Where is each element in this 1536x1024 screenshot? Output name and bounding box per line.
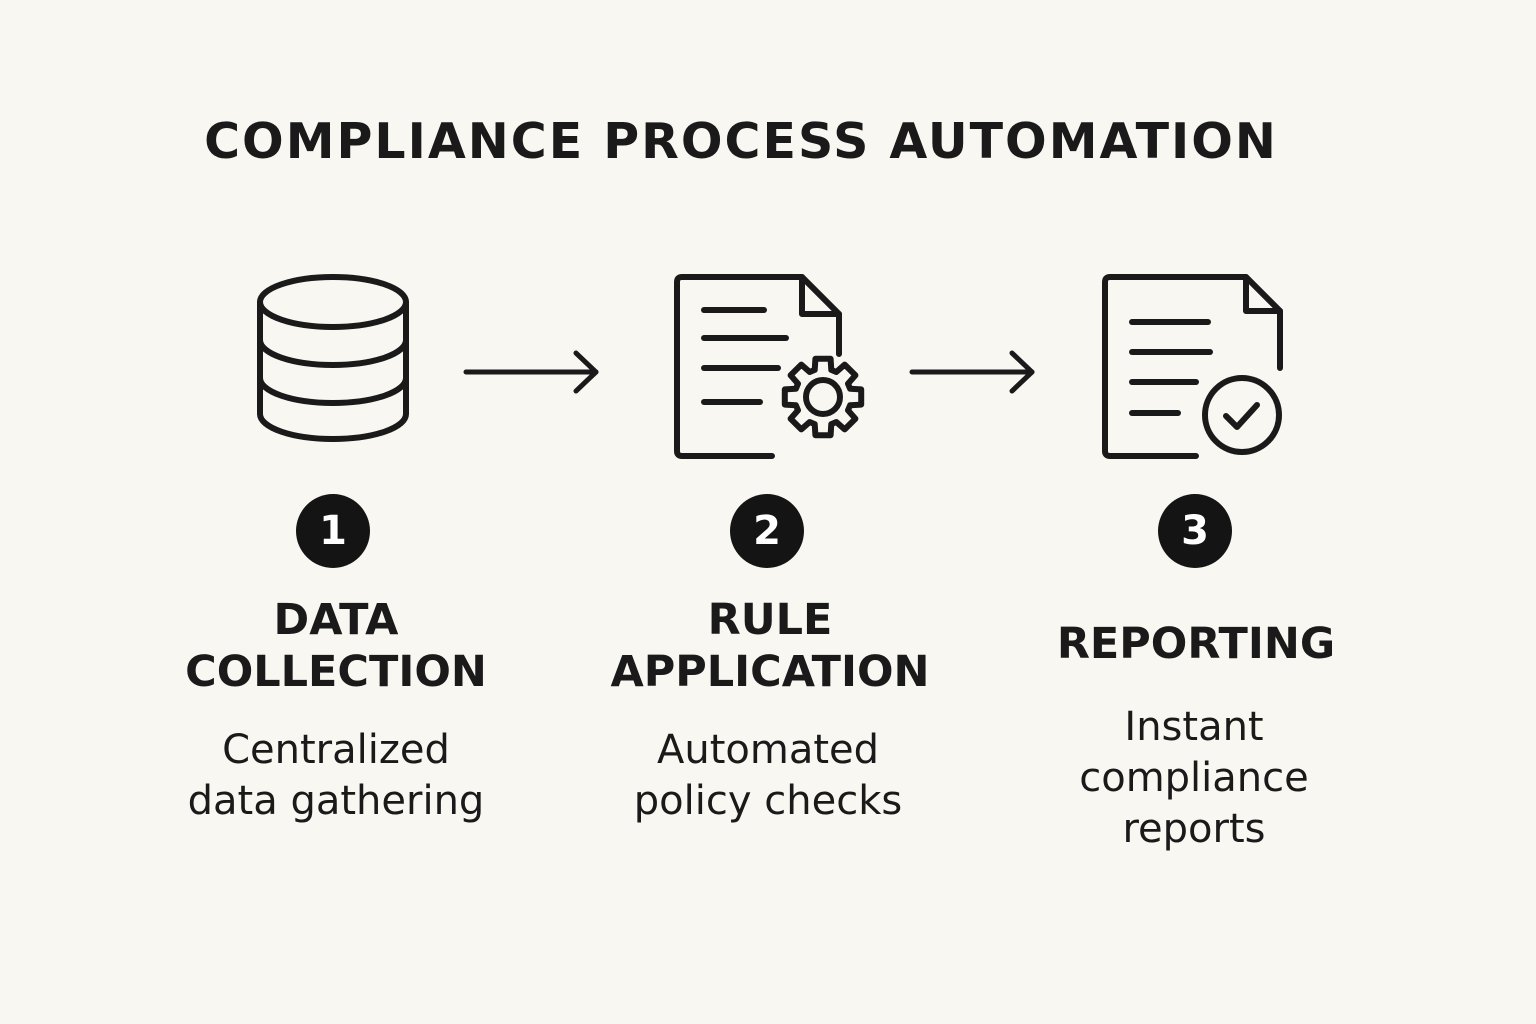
step-heading: RULE APPLICATION: [610, 595, 930, 697]
arrow-right-icon: [909, 350, 1035, 394]
document-gear-icon: [674, 274, 865, 459]
step-description: Instant compliance reports: [1079, 704, 1309, 852]
document-check-icon: [1102, 274, 1283, 459]
step-heading: DATA COLLECTION: [185, 595, 487, 697]
step-description: Centralized data gathering: [187, 727, 485, 824]
arrow-right-icon: [463, 350, 599, 394]
page-title: COMPLIANCE PROCESS AUTOMATION: [204, 113, 1278, 170]
step-description: Automated policy checks: [633, 727, 903, 824]
step-number-badge: 1: [296, 494, 370, 568]
database-icon: [257, 274, 409, 442]
step-heading: REPORTING: [1056, 619, 1336, 669]
step-number-badge: 2: [730, 494, 804, 568]
step-number-badge: 3: [1158, 494, 1232, 568]
